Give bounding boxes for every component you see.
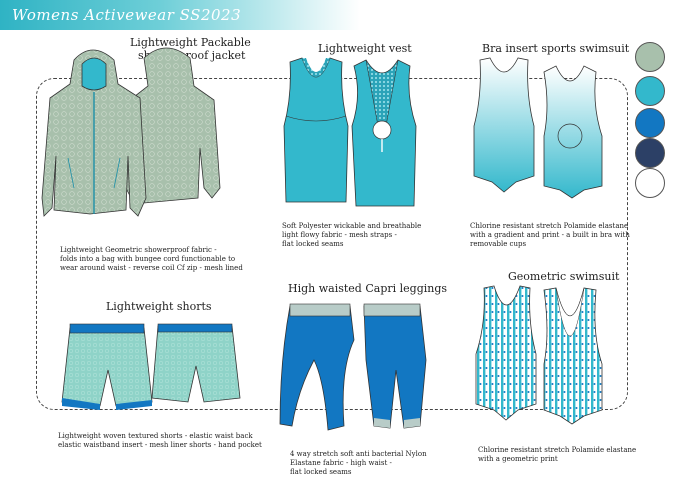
geo-swimsuit-title: Geometric swimsuit [508,270,620,283]
swatch-sage [635,42,665,72]
shorts-desc-line-2: elastic waistband insert - mesh liner sh… [58,441,262,449]
jacket-desc-line-2: folds into a bag with bungee cord functi… [60,255,236,263]
vest-desc-line-2: light flowy fabric - mesh straps - [282,231,397,239]
title-banner: Womens Activewear SS2023 [0,0,360,30]
bra-swimsuit-illustration [473,57,603,199]
jacket-illustration [41,47,221,217]
bra-swimsuit-title: Bra insert sports swimsuit [482,42,630,55]
vest-title: Lightweight vest [318,42,412,55]
swatch-white [635,168,665,198]
page-title: Womens Activewear SS2023 [12,6,242,24]
bra-swimsuit-desc-line-3: removable cups [470,240,527,248]
bra-swimsuit-desc-line-2: with a gradient and print - a built in b… [470,231,630,239]
shorts-description: Lightweight woven textured shorts - elas… [58,432,262,450]
vest-illustration [283,57,417,207]
jacket-desc-line-3: wear around waist - reverse coil Cf zip … [60,264,243,272]
leggings-desc-line-3: flat locked seams [290,468,352,476]
vest-description: Soft Polyester wickable and breathable l… [282,222,421,249]
leggings-desc-line-2: Elastane fabric - high waist - [290,459,392,467]
geo-swimsuit-desc-line-2: with a geometric print [478,455,558,463]
swatch-turquoise [635,76,665,106]
shorts-title: Lightweight shorts [106,300,212,313]
bra-swimsuit-description: Chlorine resistant stretch Polamide elas… [470,222,630,249]
geo-swimsuit-description: Chlorine resistant stretch Polamide elas… [478,446,636,464]
jacket-title-line-1: Lightweight Packable [130,36,251,49]
geo-swimsuit-illustration [475,285,603,425]
bra-swimsuit-desc-line-1: Chlorine resistant stretch Polamide elas… [470,222,629,230]
shorts-desc-line-1: Lightweight woven textured shorts - elas… [58,432,253,440]
leggings-illustration [279,303,427,431]
leggings-description: 4 way stretch soft anti bacterial Nylon … [290,450,427,477]
vest-desc-line-1: Soft Polyester wickable and breathable [282,222,422,230]
swatch-blue [635,108,665,138]
shorts-illustration [61,323,241,410]
swatch-navy [635,138,665,168]
jacket-desc-line-1: Lightweight Geometric showerproof fabric… [60,246,217,254]
vest-desc-line-3: flat locked seams [282,240,344,248]
leggings-desc-line-1: 4 way stretch soft anti bacterial Nylon [290,450,427,458]
jacket-description: Lightweight Geometric showerproof fabric… [60,246,243,273]
geo-swimsuit-desc-line-1: Chlorine resistant stretch Polamide elas… [478,446,637,454]
leggings-title: High waisted Capri leggings [288,282,448,295]
